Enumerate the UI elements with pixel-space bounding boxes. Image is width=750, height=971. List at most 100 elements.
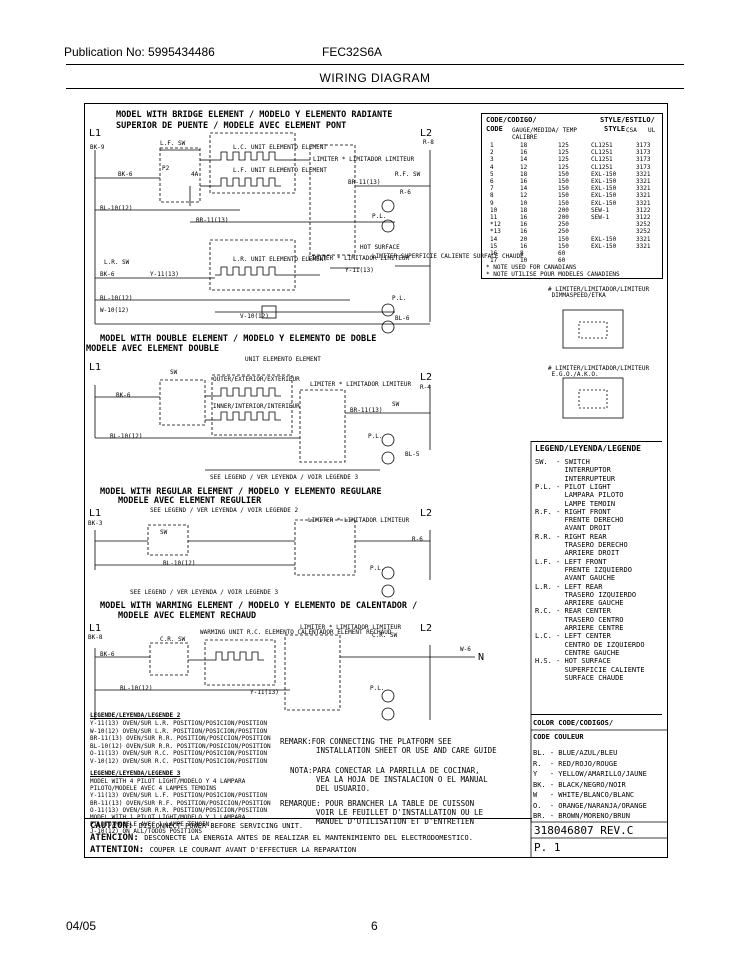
legend3-item: Y-11(13) OVEN/SUR L.F. POSITION/POSICION… [90,792,268,800]
legend-title: LEGEND/LEYENDA/LEGENDE [535,444,641,453]
switch-label: SW [160,529,168,536]
legend-reference: SEE LEGEND / VER LEYENDA / VOIR LEGENDE … [210,474,359,481]
section-bridge-subtitle: SUPERIOR DE PUENTE / MODELE AVEC ELEMENT… [116,121,347,131]
legend-reference: SEE LEGEND / VER LEYENDA / VOIR LEGENDE … [150,507,299,514]
section-regular-subtitle: MODELE AVEC ELEMENT REGULIER [118,496,262,506]
code-table-cell-code: 14 [490,235,498,243]
limiter-info: # LIMITER/LIMITADOR/LIMITEUR E.G.O./A.K.… [548,365,650,379]
wire-label: BK-6 [100,271,115,278]
legend3-item: MODEL WITH 1 PILOT LIGHT/MODELO Y 1 LAMP… [90,814,246,821]
code-table-cell-gauge: 20 [520,235,528,243]
remark-es-2: VEA LA HOJA DE INSTALACION O EL MANUAL [316,775,488,784]
wire-label: V-10(12) [240,313,269,320]
code-table-cell-gauge: 14 [520,156,528,164]
code-table-cell-temp: 150 [558,242,569,250]
code-table-cell-code: 1 [490,142,494,149]
legend-item: L.F. - LEFT FRONT [535,557,607,566]
code-table-note: * NOTE USED FOR CANADIANS [486,264,577,271]
terminal-l1: L1 [89,362,102,373]
wire-code-table: CODE/CODIGO/ CODE STYLE/ESTILO/ STYLE GA… [481,113,663,279]
caution-line: CAUTION: DISCONNECT POWER BEFORE SERVICI… [90,821,304,831]
wire-label: Y-11(13) [345,267,374,274]
code-table-cell-style: SEW-1 [591,214,610,221]
wire-label: BR-11(13) [348,179,381,186]
element-label: UNIT ELEMENTO ELEMENT [245,356,321,363]
code-table-header: CSA [626,127,637,134]
code-table-cell-temp: 150 [558,192,569,200]
legend-item: R.F. - RIGHT FRONT [535,507,611,516]
color-code-item: W - WHITE/BLANCO/BLANC [533,791,635,799]
switch-label: SW [392,401,400,408]
attention-line: ATTENTION: COUPER LE COURANT AVANT D'EFF… [90,845,357,855]
legend-item: H.S. - HOT SURFACE [535,657,611,666]
section-regular-title: MODEL WITH REGULAR ELEMENT / MODELO Y EL… [100,487,382,497]
code-table-cell-style: CL1251 [591,149,613,157]
code-table-cell-gauge: 16 [520,242,528,250]
switch-label: L.F. SW [160,140,186,147]
code-table-header: STYLE [604,125,626,133]
code-table-cell-gauge: 12 [520,163,528,171]
code-table-header: CALIBRE [512,134,538,141]
code-table-cell-temp: 60 [558,250,566,257]
hot-surface-label: HOT SURFACE [360,244,400,251]
code-table-cell-style: EXL-150 [591,199,617,207]
remark-es-3: DEL USUARIO. [316,784,371,793]
legend-item: FRENTE IZQUIERDO [535,565,632,574]
code-table-cell-gauge: 16 [520,149,528,157]
remark-fr-2: VOIR LE FEUILLET D'INSTALLATION OU LE [316,808,484,817]
terminal-label: P2 [162,165,170,172]
document-number: 318046807 REV.C [534,824,634,837]
document-page: P. 1 [534,841,561,854]
code-table-cell-ul: 3173 [636,142,651,149]
publication-number: Publication No: 5995434486 [64,45,215,59]
wire-label: BL-10(12) [120,685,153,692]
wire-label: R-4 [420,384,431,391]
code-table-cell-code: 10 [490,206,498,214]
color-code-item: BK. - BLACK/NEGRO/NOIR [533,780,626,789]
legend-item: FRENTE DERECHO [535,516,624,525]
legend-item: L.C. - LEFT CENTER [535,632,611,641]
code-table-cell-gauge: 14 [520,185,528,193]
element-label: L.R. UNIT ELEMENTO ELEMENT [233,256,327,263]
double-circuit [94,374,431,471]
code-table-cell-code: 9 [490,199,494,207]
code-table-cell-gauge: 16 [520,214,528,221]
wire-label: Y-11(13) [250,689,279,696]
wire-label: BL-6 [395,315,410,322]
switch-label: R.F. SW [395,171,421,178]
terminal-l2: L2 [420,128,433,139]
legend2-item: W-10(12) OVEN/SUR L.R. POSITION/POSICION… [90,727,268,735]
code-table-cell-temp: 125 [558,142,569,149]
legend2-item: O-11(13) OVEN/SUR R.C. POSITION/POSICION… [90,750,268,757]
code-table-cell-code: *13 [490,228,501,236]
wire-label: R-8 [423,139,434,146]
legend-item: SUPERFICIE CALIENTE [535,665,645,674]
section-bridge-title: MODEL WITH BRIDGE ELEMENT / MODELO Y ELE… [116,110,393,120]
atencion-line: ATENCION: DESCONECTE LA ENERGIA ANTES DE… [90,833,473,843]
limiter-label: LIMITER * LIMITADOR LIMITEUR [300,624,402,631]
legend-item: TRASERO CENTRO [535,615,624,624]
warming-circuit [94,634,475,721]
diagram-frame [84,103,668,858]
code-table-cell-style: EXL-150 [591,242,617,250]
wire-label: Y-11(13) [150,271,179,278]
wire-label: BL-10(12) [100,295,133,302]
wire-label: BK-3 [88,520,103,527]
code-table-cell-temp: 60 [558,257,566,265]
code-table-cell-gauge: 10 [520,257,528,265]
limiter-label: LIMITER * LIMITADOR LIMITEUR [308,517,410,524]
legend-item: CENTRE GAUCHE [535,648,620,657]
code-table-cell-temp: 150 [558,178,569,185]
switch-label: SW [170,369,178,376]
remark-en-2: INSTALLATION SHEET OR USE AND CARE GUIDE [316,746,497,755]
code-table-cell-style: CL1251 [591,163,613,171]
section-double-subtitle: MODELE AVEC ELEMENT DOUBLE [86,344,220,354]
limiter-label: LIMITER * LIMITADOR LIMITEUR [308,255,410,262]
legend-item: SURFACE CHAUDE [535,673,624,682]
outer-label: OUTER/EXTERIOR/EXTERIEUR [213,376,300,383]
wire-label: W-6 [460,646,471,653]
